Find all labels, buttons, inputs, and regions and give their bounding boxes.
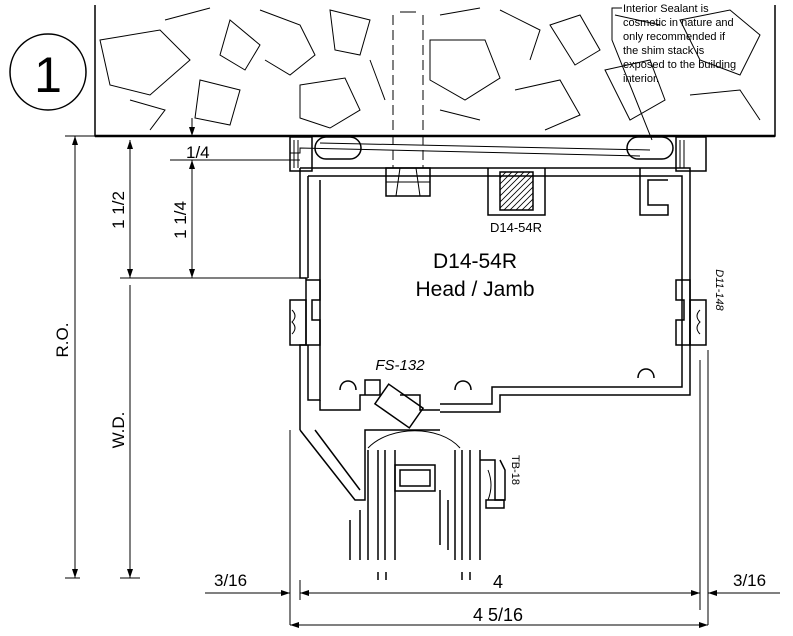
jamb-clip-left xyxy=(289,279,321,346)
note-leader xyxy=(611,7,653,141)
perimeter-seal-right xyxy=(675,136,707,172)
note-line: interior. xyxy=(623,73,659,85)
note-line: cosmetic in nature and xyxy=(623,17,734,29)
detail-bubble: 1 xyxy=(9,33,87,111)
sealant-right xyxy=(626,136,674,160)
dim-rough-opening: R.O. xyxy=(53,323,72,358)
label-right-trim: D11-148 xyxy=(713,269,725,311)
perimeter-seal-left xyxy=(289,136,313,172)
label-profile-desc: Head / Jamb xyxy=(415,278,534,301)
stone-pattern xyxy=(99,7,761,131)
note-line: exposed to the building xyxy=(623,59,736,71)
dim-overall-width: 4 5/16 xyxy=(473,605,523,625)
dim-one-half: 1 1/2 xyxy=(109,191,128,229)
dim-one-quarter: 1 1/4 xyxy=(171,201,190,239)
setting-block xyxy=(373,383,425,429)
dim-frame-width: 4 xyxy=(493,572,503,592)
gasket xyxy=(480,459,506,509)
note-line: only recommended if xyxy=(623,31,726,43)
vertical-dimensions xyxy=(65,118,308,579)
jamb-clip-right xyxy=(675,279,707,346)
dim-quarter: 1/4 xyxy=(186,143,210,162)
sealant-left xyxy=(314,136,362,160)
note-line: Interior Sealant is xyxy=(623,3,709,15)
shim-line xyxy=(319,142,651,151)
horizontal-dimensions xyxy=(205,580,780,628)
dim-right-gap: 3/16 xyxy=(733,571,766,590)
note-line: the shim stack is xyxy=(623,45,705,57)
detail-number: 1 xyxy=(34,47,62,103)
glazing-unit xyxy=(349,430,481,580)
dim-left-gap: 3/16 xyxy=(214,571,247,590)
label-profile-name: D14-54R xyxy=(433,250,517,273)
sealant-note: Interior Sealant is cosmetic in nature a… xyxy=(623,3,736,85)
label-setting-block: FS-132 xyxy=(375,357,425,374)
frame-profile xyxy=(299,167,691,501)
label-small-profile: D14-54R xyxy=(490,220,542,235)
dim-window: W.D. xyxy=(109,412,128,449)
label-gasket: TB-18 xyxy=(509,455,521,485)
